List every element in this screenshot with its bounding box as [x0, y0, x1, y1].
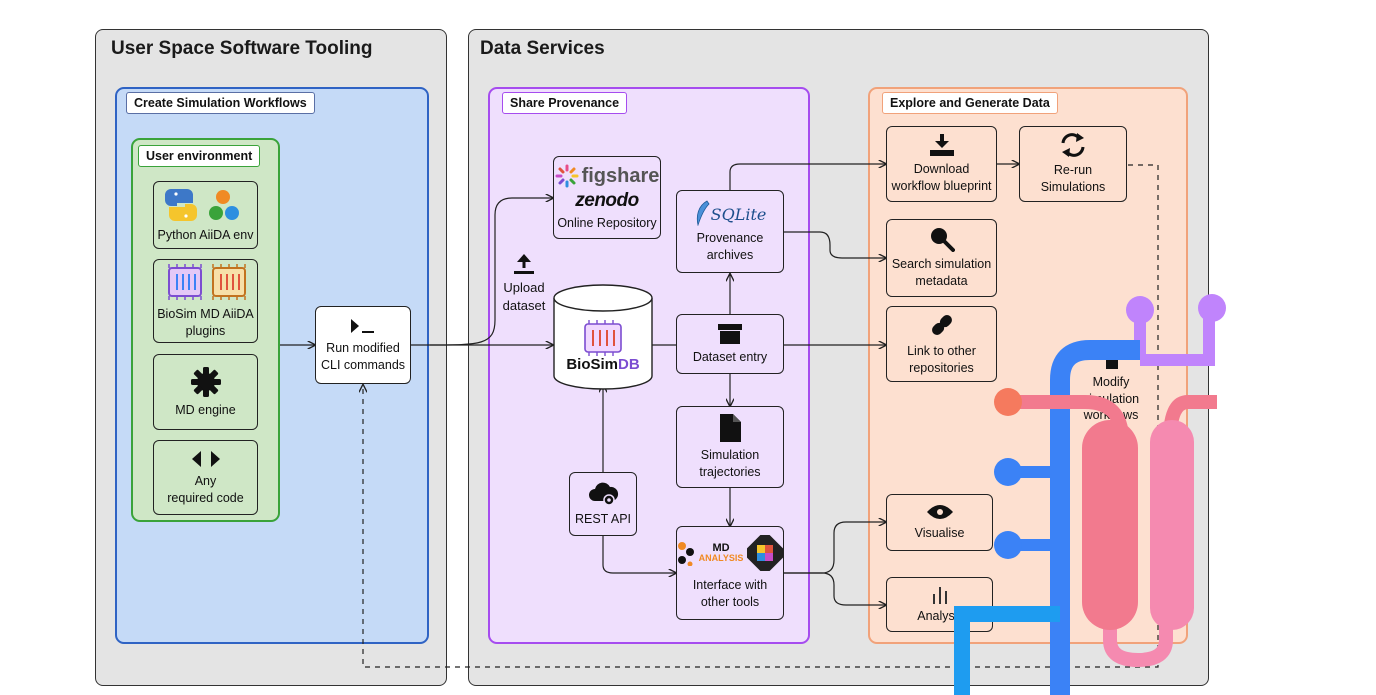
terminal-icon [351, 319, 374, 334]
mdanalysis-text-a: MD [712, 542, 730, 555]
coral-node [994, 388, 1022, 416]
chip-plugins-icon [167, 264, 246, 301]
analyse-label: Analyse [917, 609, 962, 624]
blue-node-b [994, 531, 1022, 559]
purple-node-a [1126, 296, 1154, 324]
md-engine-node[interactable]: MD engine [153, 354, 258, 430]
figshare-text: figshare [581, 164, 660, 187]
data-services-title: Data Services [480, 38, 605, 59]
biosimdb-text-a: BioSim [566, 356, 618, 373]
visualise-label: Visualise [914, 526, 965, 541]
rest-api-node[interactable]: REST API [569, 472, 637, 536]
python-aiida-icon [164, 188, 239, 221]
biosim-plugins-label: BioSim MD AiiDA plugins [157, 307, 254, 338]
bar-chart-icon [932, 587, 947, 605]
code-brackets-icon [191, 450, 220, 467]
search-metadata-label: Search simulation metadata [891, 257, 992, 288]
simulation-trajectories-label: Simulation trajectories [699, 448, 761, 479]
eye-icon [926, 505, 953, 520]
link-repositories-node[interactable]: Link to other repositories [886, 306, 997, 382]
blue-pipe-main [1050, 340, 1140, 695]
search-icon [930, 228, 955, 253]
md-engine-label: MD engine [175, 402, 236, 417]
user-environment-label: User environment [138, 145, 261, 167]
figshare-logo: figshare [555, 163, 660, 190]
biosim-plugins-node[interactable]: BioSim MD AiiDA plugins [153, 259, 258, 343]
tool-logos: MD ANALYSIS [677, 535, 784, 572]
sqlite-logo: SQLite [694, 200, 767, 226]
biosimdb-text-b: DB [618, 356, 640, 373]
create-workflows-label: Create Simulation Workflows [126, 92, 315, 114]
python-aiida-node[interactable]: Python AiiDA env [153, 181, 258, 249]
rerun-simulations-label: Re-run Simulations [1040, 163, 1106, 194]
mosaic-tool-icon [747, 535, 784, 572]
any-code-node[interactable]: Any required code [153, 440, 258, 515]
visualise-node[interactable]: Visualise [886, 494, 993, 551]
sqlite-feather-icon [696, 200, 710, 226]
cli-to-repo-arrow [429, 198, 553, 346]
feedback-dashed-line [363, 164, 1159, 668]
download-icon [929, 134, 954, 157]
upload-dataset-label: Upload dataset [502, 280, 546, 314]
figshare-icon [555, 164, 579, 188]
purple-node-b [1198, 294, 1226, 322]
interface-to-visualise-arrow [784, 522, 886, 574]
upload-dataset-area: Upload dataset [497, 252, 551, 322]
file-icon [720, 414, 741, 443]
run-cli-node[interactable]: Run modified CLI commands [315, 306, 411, 384]
simulation-trajectories-node[interactable]: Simulation trajectories [676, 406, 784, 488]
online-repository-label: Online Repository [557, 216, 657, 231]
analyse-node[interactable]: Analyse [886, 577, 993, 632]
provenance-archives-label: Provenance archives [696, 230, 764, 262]
mdanalysis-icon [677, 542, 694, 567]
biosimdb-node[interactable]: BioSimDB [553, 284, 653, 392]
refresh-icon [1061, 133, 1085, 158]
python-aiida-label: Python AiiDA env [157, 227, 254, 242]
cloud-gear-icon [589, 482, 619, 506]
archive-box-icon [718, 323, 742, 344]
blue-node-a [994, 458, 1022, 486]
mdanalysis-text-b: ANALYSIS [698, 553, 744, 564]
interface-tools-label: Interface with other tools [692, 578, 768, 609]
search-metadata-node[interactable]: Search simulation metadata [886, 219, 997, 297]
archives-to-download-arrow [729, 164, 886, 190]
explore-generate-label: Explore and Generate Data [882, 92, 1058, 114]
pink-capsule-right [1150, 420, 1194, 630]
archives-to-search-arrow [784, 231, 886, 258]
database-cylinder-icon [553, 284, 653, 390]
dataset-entry-label: Dataset entry [692, 349, 768, 364]
gear-icon [190, 366, 221, 397]
download-blueprint-node[interactable]: Download workflow blueprint [886, 126, 997, 202]
api-to-interface-arrow [602, 536, 676, 573]
link-repositories-label: Link to other repositories [907, 344, 976, 375]
cyan-pipe [954, 606, 1060, 695]
interface-tools-node[interactable]: MD ANALYSIS Interface with other tools [676, 526, 784, 620]
interface-to-analyse-arrow [784, 572, 886, 605]
user-space-title: User Space Software Tooling [111, 38, 373, 59]
sqlite-text: SQLite [710, 205, 767, 225]
dataset-entry-node[interactable]: Dataset entry [676, 314, 784, 374]
zenodo-text: zenodo [575, 189, 639, 211]
share-provenance-label: Share Provenance [502, 92, 628, 114]
mdanalysis-logo: MD ANALYSIS [699, 543, 744, 563]
rest-api-label: REST API [574, 511, 632, 526]
purple-pipe-b [1140, 310, 1215, 366]
download-blueprint-label: Download workflow blueprint [891, 162, 992, 193]
biosimdb-wordmark: BioSimDB [553, 356, 653, 373]
link-icon [931, 315, 952, 336]
online-repository-node[interactable]: figshare zenodo Online Repository [553, 156, 661, 239]
any-code-label: Any required code [167, 473, 244, 505]
rerun-simulations-node[interactable]: Re-run Simulations [1019, 126, 1127, 202]
pink-capsule-left [1082, 420, 1138, 630]
upload-icon [514, 254, 534, 274]
pink-pipe-bottom [1103, 620, 1173, 668]
provenance-archives-node[interactable]: SQLite Provenance archives [676, 190, 784, 273]
run-cli-label: Run modified CLI commands [320, 341, 406, 372]
